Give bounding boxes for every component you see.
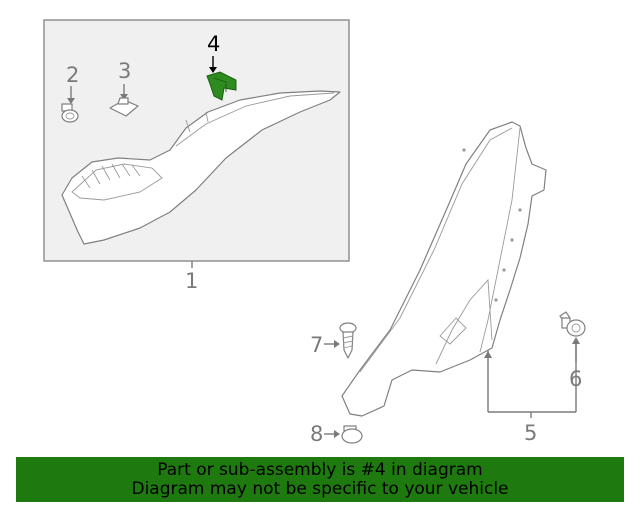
callout-1: 1: [185, 269, 198, 293]
callout-5-group: 5: [484, 340, 577, 445]
part-4-highlight: [206, 71, 237, 101]
part-6-bolt: 6: [559, 311, 586, 391]
part-7-screw: 7: [310, 322, 357, 359]
upper-trim-panel: [61, 90, 341, 245]
callout-3: 3: [118, 59, 131, 83]
callout-6: 6: [569, 367, 582, 391]
callout-8: 8: [310, 422, 323, 446]
callout-4: 4: [207, 32, 220, 56]
part-2-push-pin: 2: [61, 63, 79, 123]
part-8-plug: 8: [310, 422, 363, 446]
callout-2: 2: [66, 63, 79, 87]
banner-line-2: Diagram may not be specific to your vehi…: [131, 478, 509, 499]
part-3-clip: 3: [109, 59, 139, 117]
callout-1-group: 1: [185, 261, 198, 293]
part-4-bracket: 4: [206, 32, 237, 101]
lower-pillar-trim: [341, 121, 547, 417]
banner-line-1: Part or sub-assembly is #4 in diagram: [157, 459, 483, 480]
parts-diagram: 2 3 4 1: [43, 19, 586, 446]
info-banner: Part or sub-assembly is #4 in diagram Di…: [16, 457, 624, 502]
callout-5: 5: [524, 421, 537, 445]
callout-7: 7: [310, 333, 323, 357]
